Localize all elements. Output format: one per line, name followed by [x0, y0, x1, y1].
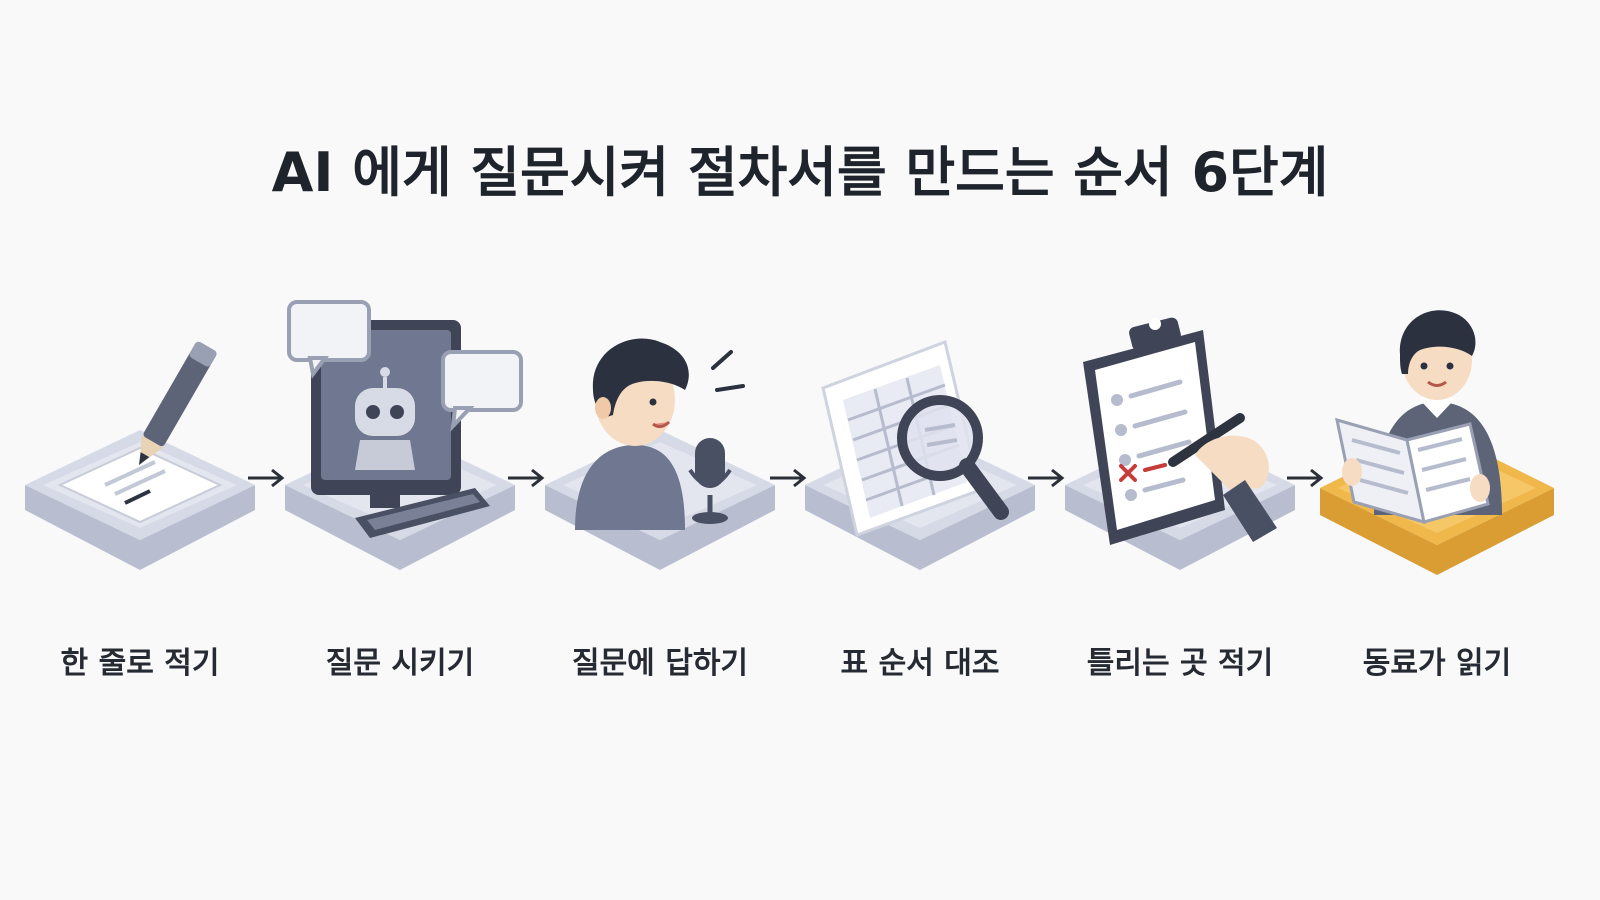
- step-label: 질문 시키기: [325, 646, 475, 681]
- hand-pen-icon: [1168, 413, 1277, 542]
- person-reading-icon: [1320, 310, 1554, 575]
- open-book-icon: [1335, 417, 1490, 525]
- step-6: 동료가 읽기: [1312, 290, 1562, 710]
- pencil-paper-icon: [25, 341, 255, 570]
- arrow-right-icon: [770, 468, 807, 488]
- checklist-lines: [1111, 379, 1192, 501]
- step-1: 한 줄로 적기: [15, 290, 265, 710]
- clipboard-checklist-icon: [1065, 317, 1295, 570]
- step-4: 표 순서 대조: [795, 290, 1045, 710]
- step-label: 동료가 읽기: [1362, 646, 1512, 681]
- person-microphone-icon: [545, 338, 775, 570]
- arrow-right-icon: [508, 468, 545, 488]
- microphone-icon: [688, 438, 732, 524]
- page-title: AI 에게 질문시켜 절차서를 만드는 순서 6단계: [271, 141, 1329, 204]
- magnifier-icon: [897, 395, 1009, 520]
- speech-bubble-icon: [441, 350, 523, 432]
- arrow-right-icon: [248, 468, 285, 488]
- arrow-right-icon: [1287, 468, 1324, 488]
- step-label: 질문에 답하기: [571, 646, 749, 681]
- speech-bubble-icon: [287, 300, 371, 379]
- step-5: 틀리는 곳 적기: [1055, 290, 1305, 710]
- red-x-mark: [1119, 463, 1167, 482]
- step-label: 표 순서 대조: [840, 646, 1000, 681]
- step-label: 틀리는 곳 적기: [1086, 646, 1274, 681]
- step-label: 한 줄로 적기: [60, 646, 220, 681]
- arrow-right-icon: [1028, 468, 1065, 488]
- step-2: 질문 시키기: [275, 290, 525, 710]
- ai-monitor-icon: [285, 300, 523, 570]
- table-magnifier-icon: [805, 339, 1035, 570]
- step-3: 질문에 답하기: [535, 290, 785, 710]
